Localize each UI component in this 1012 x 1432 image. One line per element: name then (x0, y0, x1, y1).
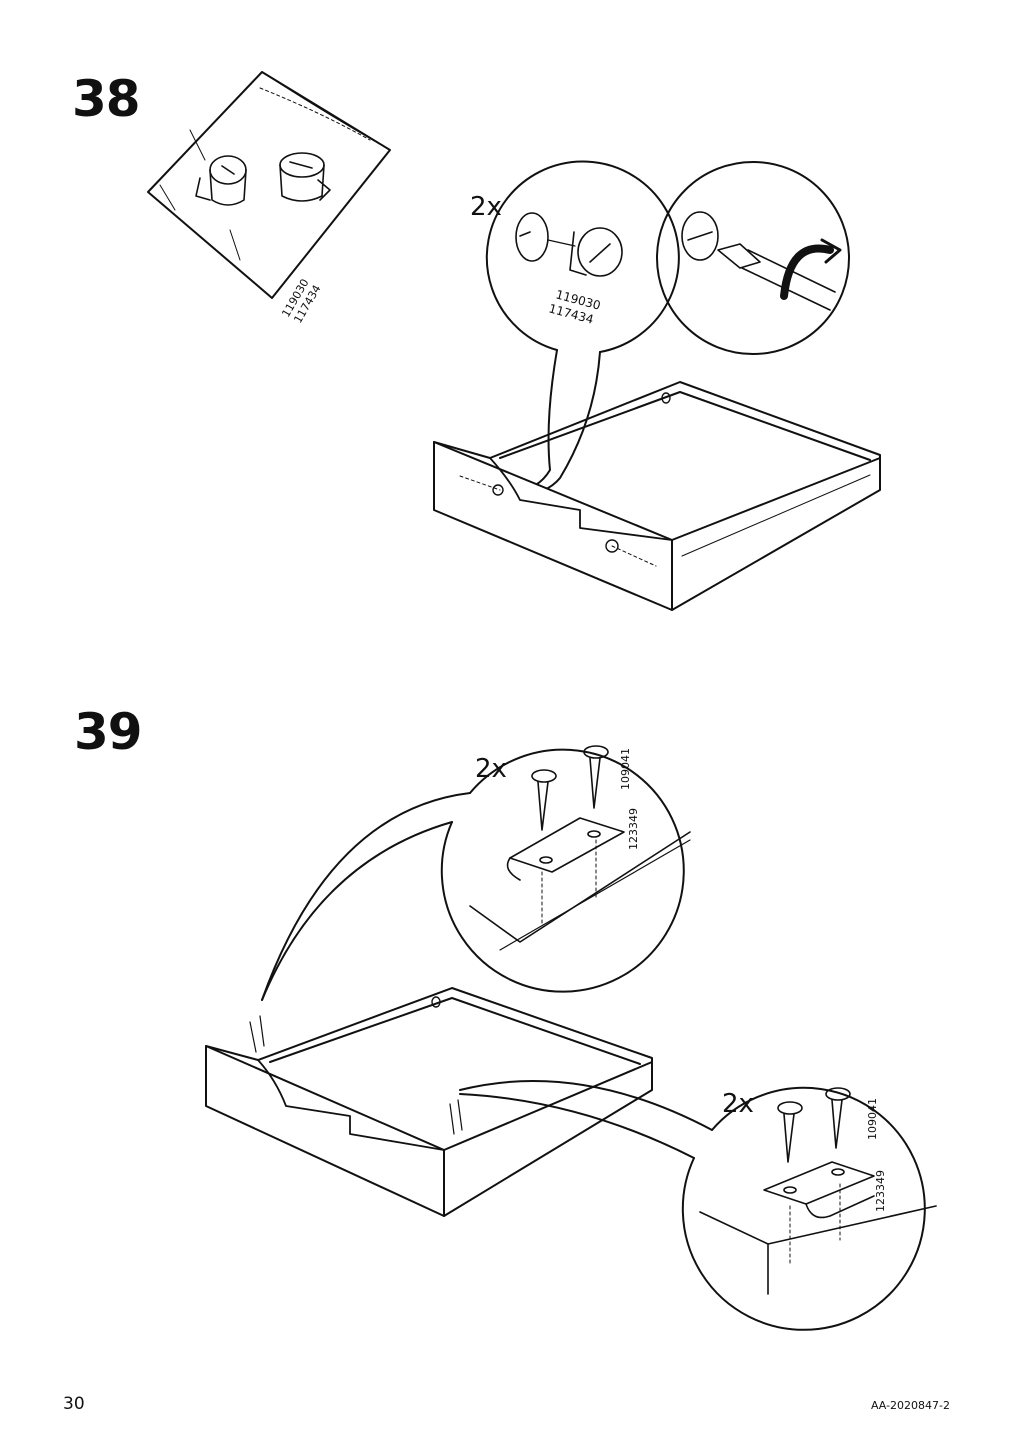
cam-lock-icon (279, 152, 331, 202)
metal-bracket-icon (506, 817, 625, 881)
document-code: AA-2020847-2 (870, 1399, 950, 1412)
cam-lock-icon (569, 227, 623, 277)
detail-circle-bracket-bottom: 2x 109041 123349 (459, 1080, 937, 1331)
circle39b-part-number-2: 123349 (874, 1170, 887, 1212)
quantity-label-39b: 2x (722, 1089, 754, 1119)
screw-icon (777, 1101, 803, 1163)
circle39b-part-number-1: 109041 (866, 1098, 879, 1140)
drawer-icon (205, 987, 653, 1217)
page-number: 30 (63, 1394, 85, 1414)
circle39a-part-number-1: 109041 (619, 748, 632, 790)
quantity-label-39a: 2x (475, 754, 507, 784)
rotation-arrow-icon (780, 238, 842, 300)
quantity-label-38: 2x (470, 192, 502, 222)
drawer-icon (433, 381, 881, 611)
screwdriver-icon (717, 243, 836, 311)
detail-circle-cam-lock: 2x 119030 117434 (470, 160, 680, 496)
step-number-38: 38 (72, 70, 141, 128)
metal-bracket-icon (763, 1161, 875, 1219)
screw-icon (531, 769, 557, 831)
detail-circle-bracket-top: 2x 109041 123349 (261, 745, 691, 1001)
screw-icon (583, 745, 609, 809)
cam-lock-icon (195, 155, 247, 206)
circle39a-part-number-2: 123349 (627, 808, 640, 850)
step-number-39: 39 (74, 703, 143, 761)
screw-icon (825, 1087, 851, 1149)
plastic-bag-icon: 119030 117434 (147, 71, 391, 326)
detail-circle-screwdriver (656, 161, 850, 355)
